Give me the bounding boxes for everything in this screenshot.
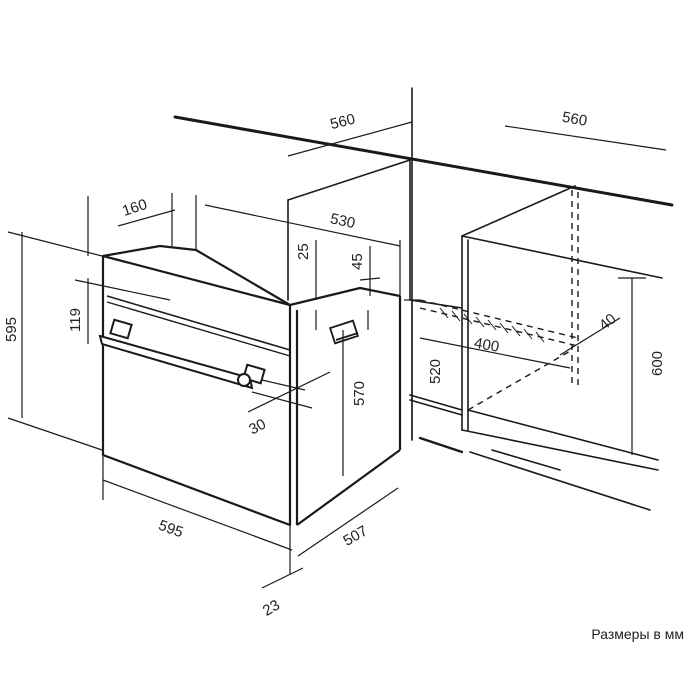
dim-niche-height-inner: 520 [427,359,444,384]
dim-top-offset: 160 [120,196,149,220]
hidden-edges [419,190,579,411]
vent-hatch [439,307,545,343]
dim-side-gap: 45 [349,253,366,270]
dim-oven-width: 595 [156,517,185,542]
dim-body-height: 570 [351,381,368,406]
dim-top-gap: 25 [295,243,312,260]
units-caption: Размеры в мм [591,626,684,642]
dim-handle-offset: 30 [246,416,269,439]
dim-front-thickness: 23 [260,597,283,620]
niche-outline [173,87,674,511]
oven-handle [98,318,266,390]
dim-panel-height: 119 [67,308,84,332]
dim-body-depth: 530 [329,210,357,232]
dim-vent-width: 400 [473,335,501,356]
dimension-lines [7,121,667,589]
dim-niche-height: 600 [649,351,666,376]
dimension-labels: 560 560 595 160 530 119 25 45 30 570 595… [3,109,666,620]
dim-niche-depth-left: 560 [328,111,356,134]
mounting-bracket [328,319,360,345]
dim-niche-depth-right: 560 [561,109,589,130]
dim-side-depth: 507 [340,522,370,549]
dim-oven-height: 595 [3,317,20,342]
